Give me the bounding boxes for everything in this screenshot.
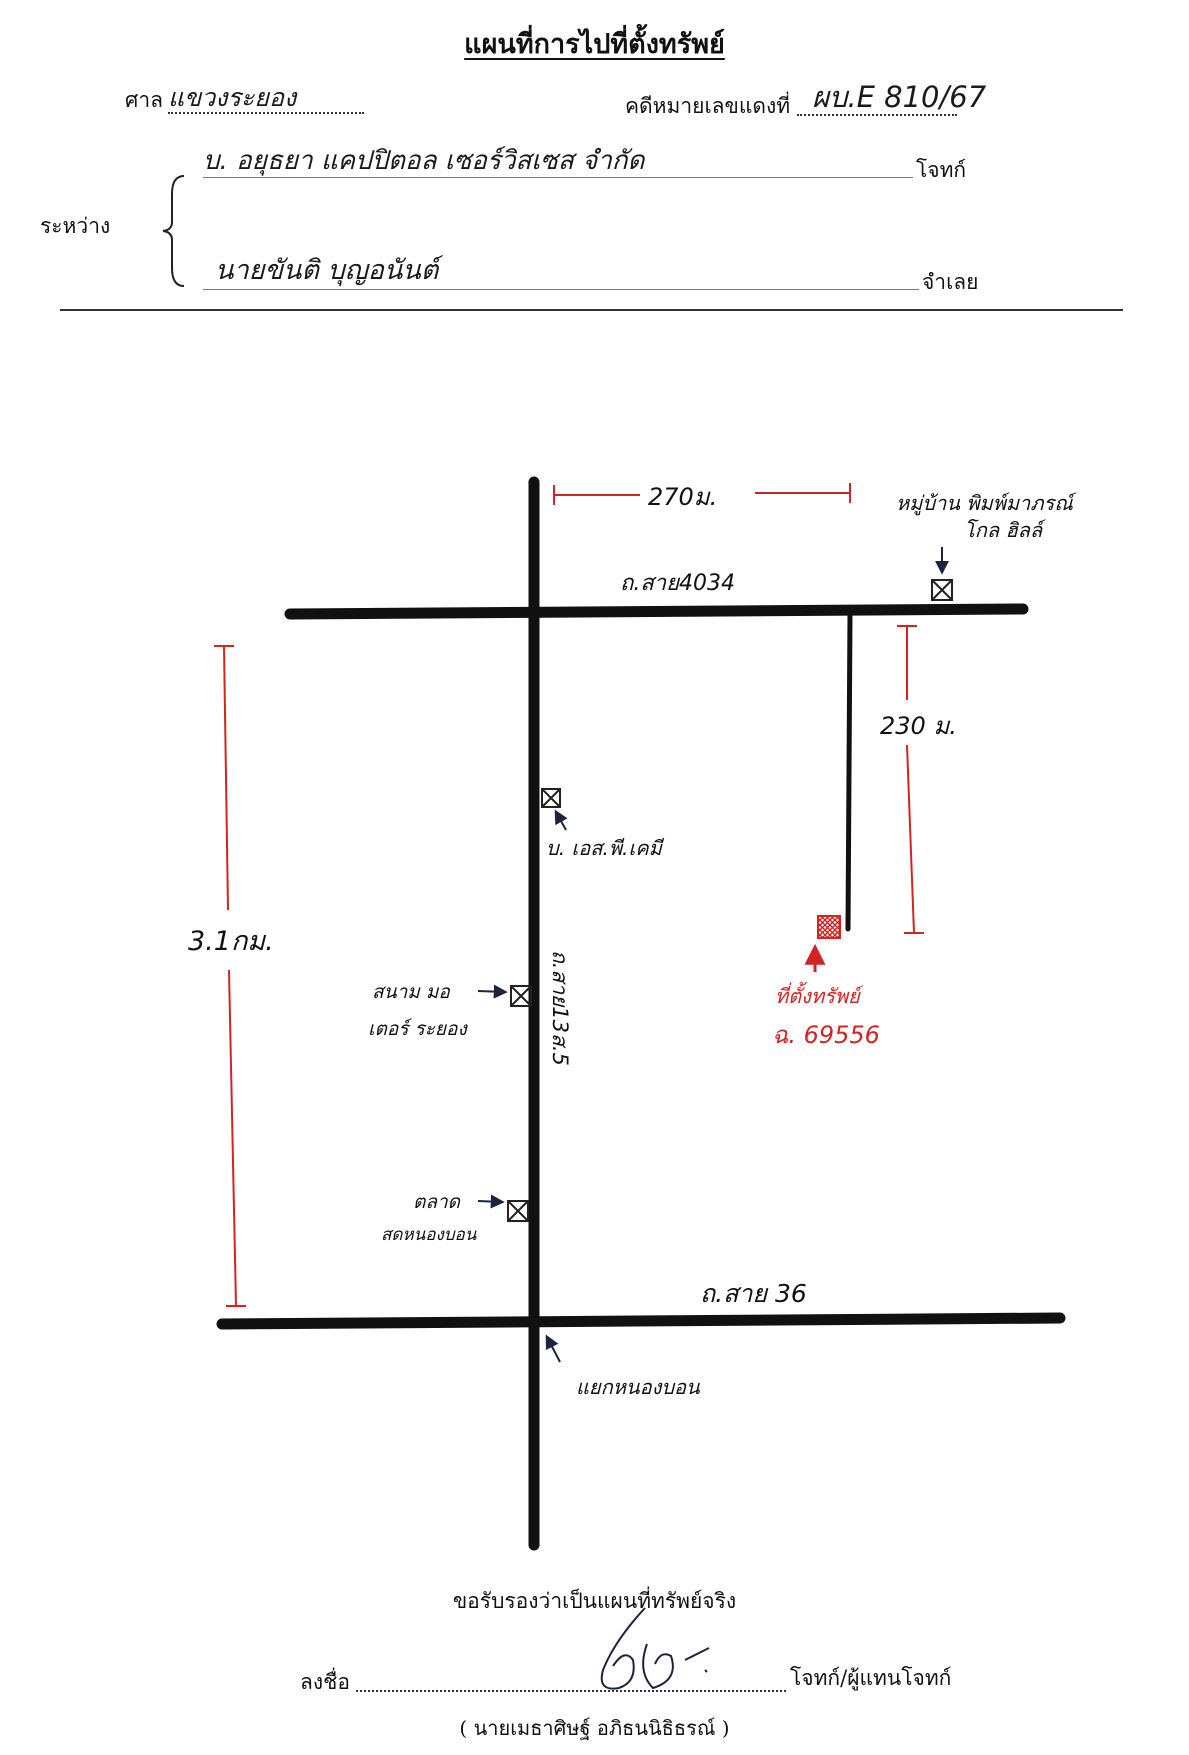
village-label-1: หมู่บ้าน พิมพ์มาภรณ์	[896, 491, 1077, 516]
certify-text: ขอรับรองว่าเป็นแผนที่ทรัพย์จริง	[452, 1589, 737, 1613]
stadium-marker	[510, 985, 532, 1007]
dimension-left	[214, 645, 246, 1307]
plaintiff-value: บ. อยุธยา แคปปิตอล เซอร์วิสเซส จำกัด	[203, 146, 645, 176]
court-dotted-line	[168, 112, 364, 114]
stadium-label-1: สนาม มอ	[372, 981, 451, 1003]
stadium-label-2: เตอร์ ระยอง	[368, 1018, 468, 1040]
dimension-right	[897, 625, 924, 934]
stadium-arrow	[477, 984, 508, 999]
court-label: ศาล	[125, 88, 163, 112]
access-lane	[845, 611, 853, 932]
plaintiff-label: โจทก์	[916, 158, 967, 182]
sign-role: โจทก์/ผู้แทนโจทก์	[790, 1666, 952, 1690]
signer-name: ( นายเมธาศิษฐ์ อภิธนนิธิธรณ์ )	[459, 1716, 730, 1740]
dist-right-label: 230 ม.	[880, 712, 957, 740]
property-label: ที่ตั้งทรัพย์	[775, 981, 864, 1008]
deed-label: ฉ. 69556	[772, 1021, 880, 1049]
road-top	[284, 603, 1029, 620]
property-marker	[817, 915, 841, 939]
company-arrow	[554, 809, 568, 831]
road-bottom	[216, 1312, 1066, 1330]
market-marker	[507, 1200, 529, 1222]
signature-graphic	[600, 1607, 710, 1690]
defendant-label: จำเลย	[922, 270, 979, 294]
dist-left-label: 3.1กม.	[188, 926, 274, 957]
between-label: ระหว่าง	[40, 214, 111, 238]
case-dotted-line	[797, 114, 957, 116]
junction-label: แยกหนองบอน	[576, 1375, 701, 1399]
village-label-2: โกล ฮิลล์	[964, 518, 1046, 542]
page-title: แผนที่การไปที่ตั้งทรัพย์	[464, 29, 725, 60]
plaintiff-line	[203, 177, 913, 178]
defendant-value: นายขันติ บุญอนันต์	[215, 255, 439, 286]
market-label-2: สดหนองบอน	[381, 1225, 477, 1245]
company-label: บ. เอส.พี.เคมี	[546, 836, 665, 860]
case-value: ผบ.E 810/67	[812, 80, 987, 114]
sign-dotted-line	[356, 1690, 786, 1692]
market-arrow	[477, 1194, 505, 1209]
road-vertical-label: ถ.สาย13ส.5	[548, 950, 572, 1066]
road-top-label: ถ.สาย4034	[620, 571, 735, 596]
between-brace	[162, 175, 185, 287]
case-label: คดีหมายเลขแดงที่	[625, 94, 791, 118]
company-marker	[541, 788, 561, 808]
defendant-line	[203, 289, 919, 290]
header-divider	[60, 309, 1123, 311]
court-value: แขวงระยอง	[168, 83, 297, 112]
sign-label: ลงชื่อ	[300, 1670, 350, 1694]
dimension-top	[553, 483, 851, 505]
market-label-1: ตลาด	[413, 1191, 462, 1213]
village-marker	[931, 579, 953, 601]
junction-arrow	[545, 1334, 561, 1363]
road-bottom-label: ถ.สาย 36	[700, 1279, 807, 1308]
dist-top-label: 270ม.	[648, 483, 717, 511]
